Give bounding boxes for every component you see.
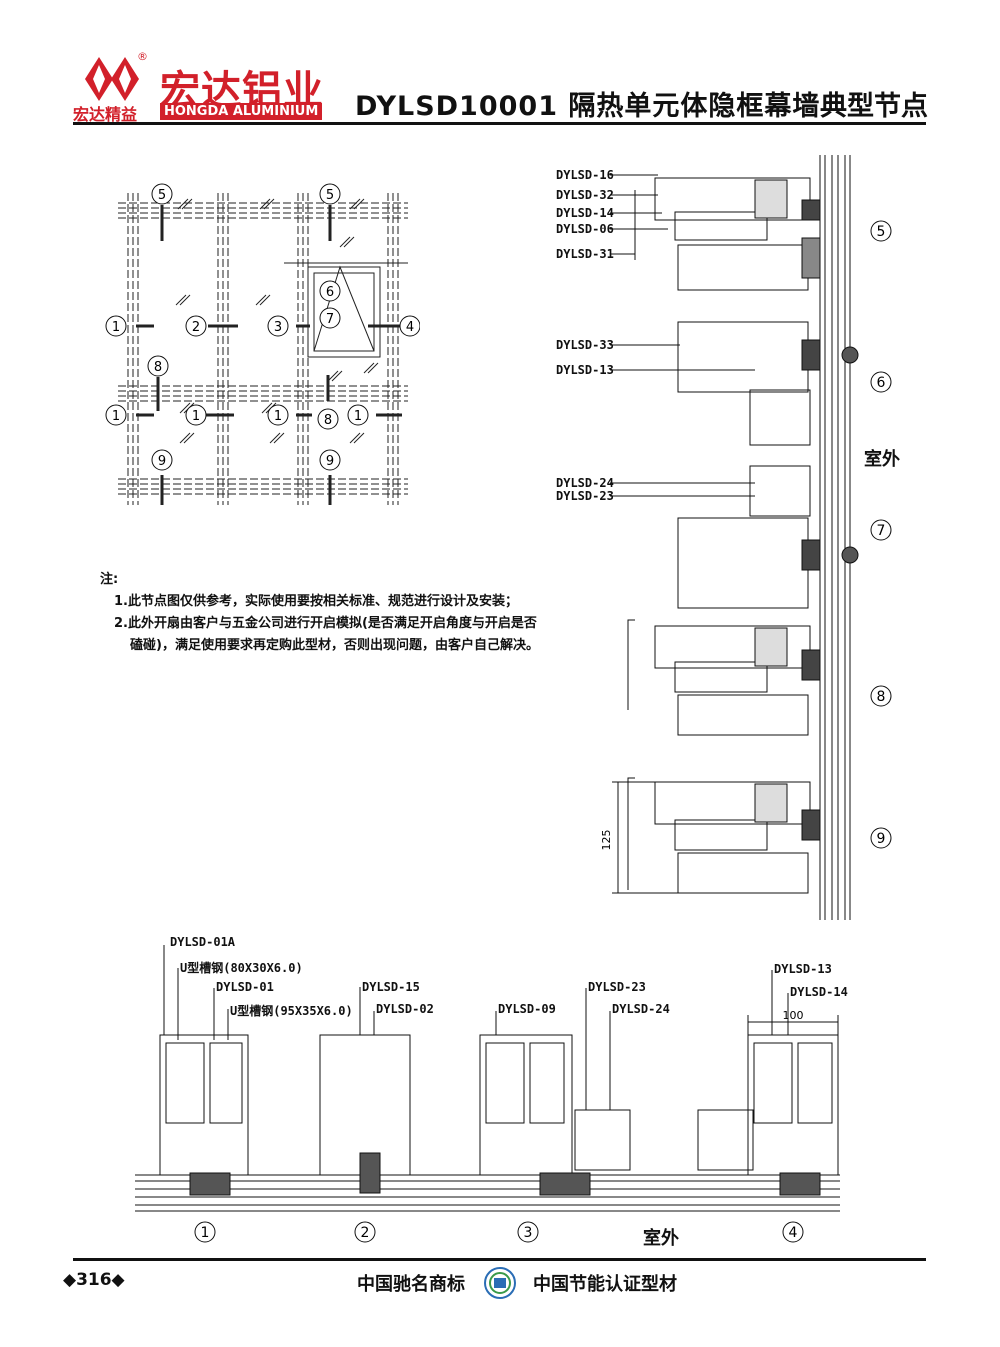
label-dylsd-06: DYLSD-06 [556,222,614,236]
label-dylsd-14: DYLSD-14 [556,206,614,220]
label-dylsd-23: DYLSD-23 [556,489,614,503]
label-dylsd-09: DYLSD-09 [498,1002,556,1016]
marker-7: 7 [326,312,334,327]
label-dylsd-24: DYLSD-24 [556,476,614,490]
page-header: ® 宏达铝业 宏达精益 HONGDA ALUMINIUM DYLSD10001 … [0,0,1000,130]
label-dylsd-31: DYLSD-31 [556,247,614,261]
marker-1b: 1 [112,409,120,424]
marker-1a: 1 [112,320,120,335]
note-line-1: 1.此节点图仅供参考，实际使用要按相关标准、规范进行设计及安装； [114,594,518,609]
label-dylsd-02: DYLSD-02 [376,1002,434,1016]
label-dylsd-33: DYLSD-33 [556,338,614,352]
document-type: 典型节点 [820,91,928,122]
footer-energy-certified: 中国节能认证型材 [533,1274,677,1295]
bubble-5: 5 [877,224,886,240]
label-dylsd-01a: DYLSD-01A [170,935,236,949]
marker-5a: 5 [158,188,166,203]
label-dylsd-16: DYLSD-16 [556,168,614,182]
bubble-2: 2 [361,1225,370,1241]
document-title: DYLSD10001 隔热单元体隐框幕墙 [355,91,821,122]
registered-mark: ® [137,50,148,63]
marker-6: 6 [326,285,334,300]
marker-5b: 5 [326,188,334,203]
notes-heading: 注: [100,572,119,587]
header-rule [73,122,926,125]
label-dylsd-24-bottom: DYLSD-24 [612,1002,670,1016]
label-u-channel-95: U型槽钢(95X35X6.0) [230,1004,353,1018]
bubble-8: 8 [877,689,886,705]
footer-rule [73,1258,926,1261]
bubble-6: 6 [877,375,886,391]
label-dylsd-15: DYLSD-15 [362,980,420,994]
marker-1e: 1 [354,409,362,424]
marker-4: 4 [406,320,414,335]
label-dylsd-13: DYLSD-13 [556,363,614,377]
bubble-1: 1 [201,1225,210,1241]
label-outside-bottom: 室外 [643,1228,679,1249]
marker-1d: 1 [274,409,282,424]
dimension-125: 125 [600,830,613,851]
marker-8b: 8 [324,413,332,428]
note-line-2: 2.此外开扇由客户与五金公司进行开启模拟(是否满足开启角度与开启是否 [114,616,537,631]
marker-2: 2 [192,320,200,335]
notes-block: 注: 1.此节点图仅供参考，实际使用要按相关标准、规范进行设计及安装； 2.此外… [100,569,550,657]
marker-1c: 1 [192,409,200,424]
label-dylsd-14-bottom: DYLSD-14 [790,985,848,999]
brand-name-en: HONGDA ALUMINIUM [160,103,323,120]
marker-3: 3 [274,320,282,335]
vertical-section-details: 5 6 7 8 9 125 [600,155,892,920]
label-dylsd-32: DYLSD-32 [556,188,614,202]
energy-certification-icon [484,1267,516,1299]
bubble-7: 7 [877,523,886,539]
label-dylsd-13-bottom: DYLSD-13 [774,962,832,976]
hongda-logo-icon [85,57,139,101]
bubble-9: 9 [877,831,886,847]
label-dylsd-23-bottom: DYLSD-23 [588,980,646,994]
label-dylsd-01: DYLSD-01 [216,980,274,994]
bubble-4: 4 [789,1225,798,1241]
bubble-3: 3 [524,1225,533,1241]
horizontal-section-details: 1 2 3 4 100 [135,945,840,1243]
marker-9a: 9 [158,454,166,469]
marker-8a: 8 [154,360,162,375]
marker-9b: 9 [326,454,334,469]
brand-slogan: 宏达精益 [73,105,138,124]
label-u-channel-80: U型槽钢(80X30X6.0) [180,961,303,975]
dimension-100: 100 [783,1009,804,1022]
note-line-3: 磕碰)，满足使用要求再定购此型材，否则出现问题，由客户自己解决。 [130,638,539,653]
footer-famous-trademark: 中国驰名商标 [357,1274,465,1295]
elevation-diagram: 5 5 1 2 3 4 6 7 8 1 1 1 8 1 9 9 [105,183,420,505]
label-outside-right: 室外 [864,449,900,470]
page-number: ◆316◆ [63,1270,125,1290]
